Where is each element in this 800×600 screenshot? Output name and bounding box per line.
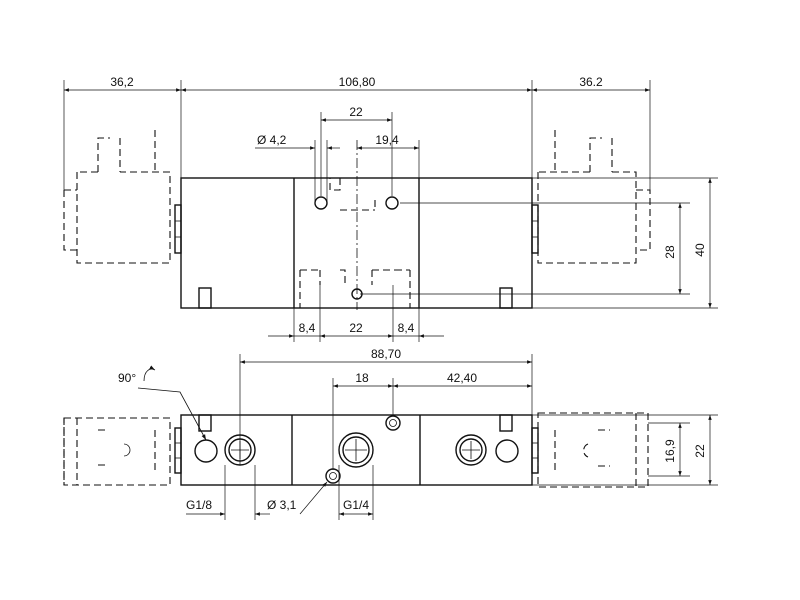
dim-thread-g18: G1/8 [186, 498, 212, 512]
dim-left-coil: 36,2 [110, 75, 134, 89]
rotation-arrow-icon [143, 365, 156, 382]
right-coil-front [537, 412, 649, 488]
dim-port-spacing-18: 18 [355, 371, 369, 385]
dim-height-28: 28 [663, 245, 677, 259]
small-hole-top [385, 415, 401, 431]
mounting-hole-left [314, 196, 328, 210]
rotation-leader [137, 387, 207, 441]
left-coil-front [63, 417, 171, 486]
left-coil-outline [63, 130, 171, 264]
dim-total-length: 106,80 [339, 75, 376, 89]
pilot-port-right [495, 439, 519, 463]
dim-hole-3-1: Ø 3,1 [267, 498, 297, 512]
front-view: 90° 88,70 18 42,40 16,9 22 G1/8 Ø [63, 347, 718, 520]
top-view: 36,2 106,80 36.2 22 Ø 4,2 19,4 28 40 [63, 75, 718, 342]
dim-port-left: 8,4 [299, 321, 316, 335]
dim-hole-spacing: 22 [349, 105, 363, 119]
dim-front-length: 88,70 [371, 347, 401, 361]
port-g18-right [455, 434, 487, 466]
dim-thread-g14: G1/4 [343, 498, 369, 512]
right-coil-outline [537, 130, 651, 264]
bottom-marker-right [499, 287, 513, 309]
left-end-tab [174, 204, 182, 254]
dim-port-spacing: 22 [349, 321, 363, 335]
dim-hole-diameter: Ø 4,2 [257, 133, 287, 147]
dim-height-22: 22 [693, 444, 707, 458]
small-hole-bottom [325, 468, 341, 484]
dim-height-40: 40 [693, 243, 707, 257]
mounting-hole-right [385, 196, 399, 210]
dim-port-right: 8,4 [398, 321, 415, 335]
dim-height-16-9: 16,9 [663, 439, 677, 463]
dim-hole-offset: 19,4 [375, 133, 399, 147]
port-g14-center [338, 432, 374, 468]
dim-right-coil: 36.2 [579, 75, 603, 89]
pilot-port-left [194, 439, 218, 463]
right-end-tab [531, 204, 539, 254]
dim-offset-42-40: 42,40 [447, 371, 477, 385]
rotation-label: 90° [118, 371, 136, 385]
bottom-marker-left [198, 287, 212, 309]
